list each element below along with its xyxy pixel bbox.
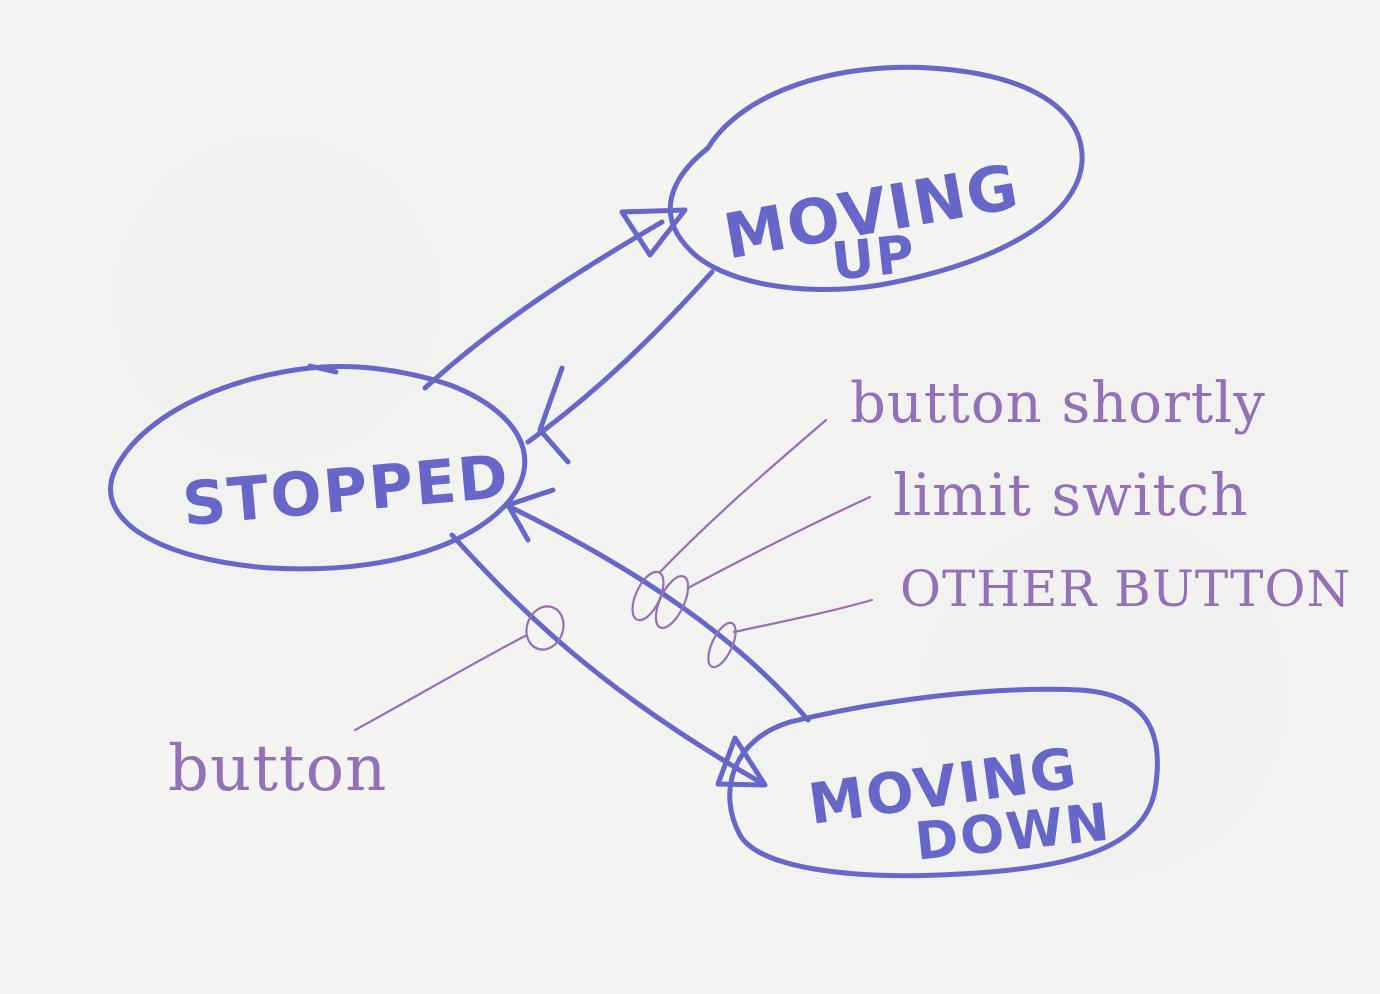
annotation-button: button [168,732,387,806]
annotation-button-shortly: button shortly [850,371,1266,436]
state-moving-down-ellipse [727,686,1160,879]
stopped-tick-mark [307,363,339,375]
mark-other-button [707,621,737,669]
transition-stopped-to-moving-down [449,532,768,788]
arrowhead-down [715,735,768,788]
arrowhead-up [619,207,688,258]
arrow-down-to-stopped [503,502,811,723]
annotation-other-button: OTHER BUTTON [900,560,1351,618]
annotations: button shortly limit switch OTHER BUTTON… [168,371,1351,806]
arrow-stopped-to-down [449,532,763,785]
arrow-stopped-to-up [422,219,665,391]
leader-limit-switch [686,495,872,590]
condition-marks [525,570,737,669]
leader-other-button [732,598,874,634]
state-stopped-label: STOPPED [180,442,513,540]
state-moving-up-ellipse [667,64,1085,292]
leader-button [353,634,527,732]
leader-button-shortly [658,418,828,574]
state-moving-up-line2: UP [829,224,919,292]
transition-stopped-to-moving-up [422,207,688,391]
mark-button [525,605,565,651]
state-moving-down: MOVING DOWN [727,686,1160,879]
annotation-limit-switch: limit switch [893,461,1249,529]
arrow-up-to-stopped [525,269,715,445]
mark-limit-switch [654,575,690,629]
transition-moving-up-to-stopped [525,269,715,465]
state-moving-up: MOVING UP [667,64,1085,293]
state-stopped: STOPPED [108,363,528,572]
state-stopped-ellipse [108,364,528,572]
annotation-leaders [353,418,874,732]
transition-moving-down-to-stopped [503,487,811,723]
arrowhead-stopped-from-up [537,365,571,465]
arrowhead-stopped-from-down [505,487,556,543]
